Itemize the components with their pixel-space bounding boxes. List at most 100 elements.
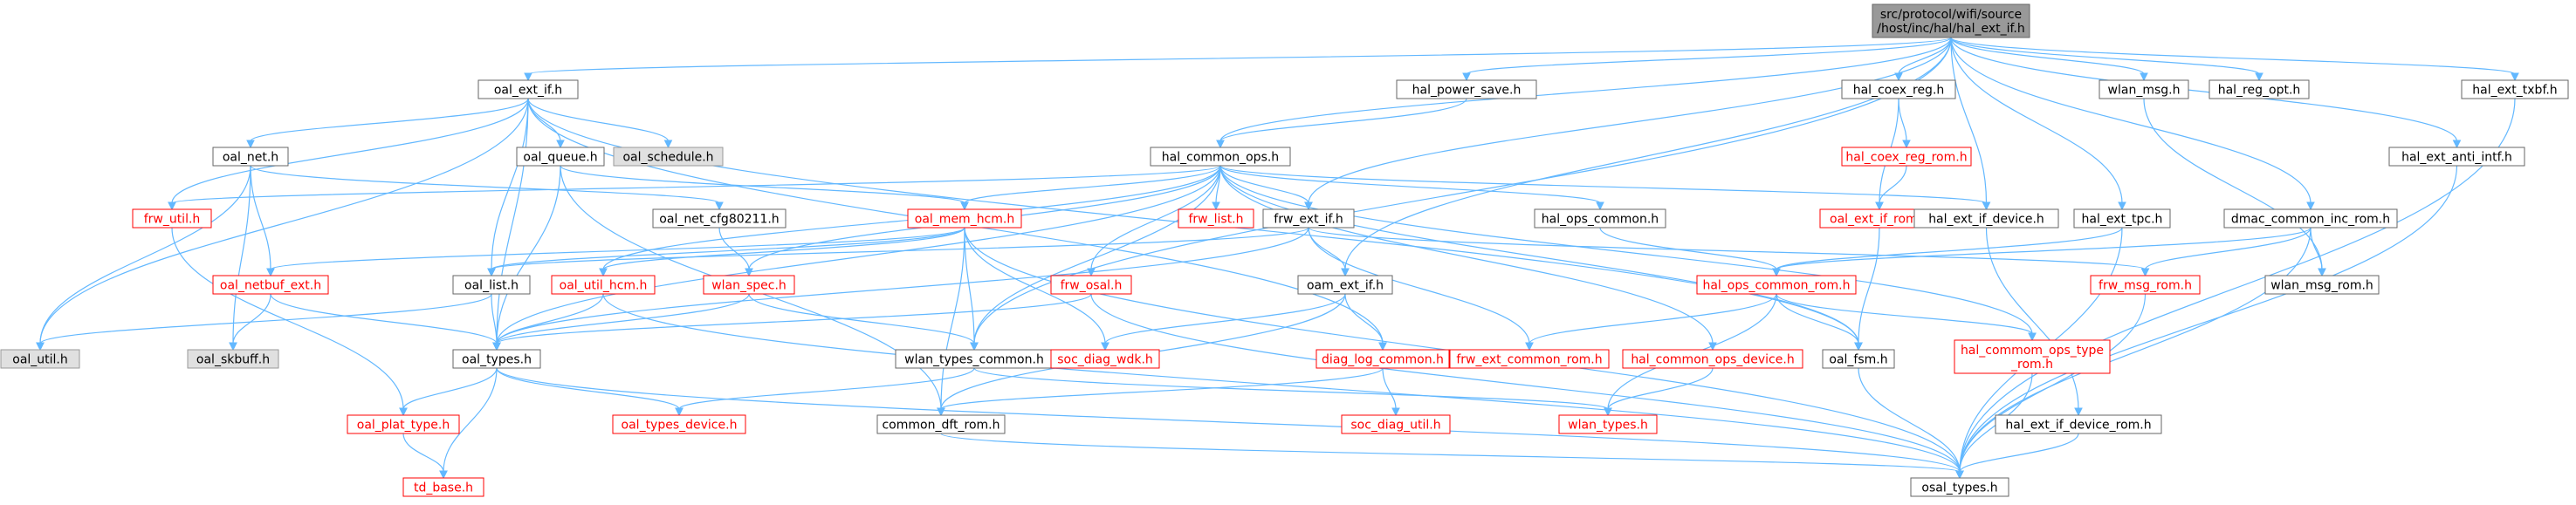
node-oal-queue[interactable]: oal_queue.h [516,147,605,167]
node-dmac-common-inc-rom[interactable]: dmac_common_inc_rom.h [2223,208,2398,229]
node-oal-plat-type[interactable]: oal_plat_type.h [347,414,460,434]
node-frw-ext-common-rom[interactable]: frw_ext_common_rom.h [1449,349,1610,369]
node-hal-reg-opt[interactable]: hal_reg_opt.h [2208,79,2310,99]
node-frw-ext-if[interactable]: frw_ext_if.h [1262,208,1355,229]
node-frw-list[interactable]: frw_list.h [1178,208,1254,229]
node-box [1178,208,1254,229]
node-box [0,349,80,369]
node-oal-fsm[interactable]: oal_fsm.h [1822,349,1895,369]
node-label: dmac_common_inc_rom.h [2231,213,2390,227]
node-box [1050,349,1160,369]
node-wlan-types-common[interactable]: wlan_types_common.h [895,349,1054,369]
node-hal-ext-tpc[interactable]: hal_ext_tpc.h [2073,208,2171,229]
node-label: hal_ext_if_device.h [1928,213,2044,227]
node-box [652,208,787,229]
node-oal-schedule[interactable]: oal_schedule.h [613,147,724,167]
node-oal-types-device[interactable]: oal_types_device.h [612,414,746,434]
edge-hal_ext_if_device_rom-to-osal_types [1955,433,2079,480]
node-hal-coex-reg[interactable]: hal_coex_reg.h [1841,79,1956,99]
node-hal-common-ops-device[interactable]: hal_common_ops_device.h [1622,349,1803,369]
node-box [187,349,279,369]
node-label: oal_net_cfg80211.h [659,213,779,227]
node-wlan-spec[interactable]: wlan_spec.h [703,275,795,295]
node-soc-diag-wdk[interactable]: soc_diag_wdk.h [1050,349,1160,369]
node-hal-commom-ops-type-rom[interactable]: hal_commom_ops_type_rom.h [1954,339,2111,374]
node-box [402,477,484,497]
node-oal-netbuf-ext[interactable]: oal_netbuf_ext.h [212,275,329,295]
node-label: oal_util.h [12,353,68,367]
node-label: oal_net.h [223,151,278,165]
node-hal-coex-reg-rom[interactable]: hal_coex_reg_rom.h [1841,147,1972,167]
node-osal-types[interactable]: osal_types.h [1910,477,2009,497]
node-box [2099,79,2189,99]
edge-frw_util-to-oal_plat_type [171,227,408,417]
node-label: _rom.h [2010,358,2053,372]
node-box [2208,79,2310,99]
node-oal-net-cfg80211[interactable]: oal_net_cfg80211.h [652,208,787,229]
edge-oal_mem_hcm-to-common_dft_rom [937,227,965,417]
node-hal-ops-common[interactable]: hal_ops_common.h [1534,208,1666,229]
edge-hal_ops_common_rom-to-hal_commom_ops_type_rom [1776,293,2037,342]
node-label: oal_types.h [462,353,532,367]
edge-wlan_types_common-to-oal_types_device [675,367,975,417]
node-hal-ops-common-rom[interactable]: hal_ops_common_rom.h [1696,275,1857,295]
node-box [1841,147,1972,167]
node-label: frw_osal.h [1061,279,1123,293]
node-hal-ext-if-device[interactable]: hal_ext_if_device.h [1913,208,2059,229]
edge-oam_ext_if-to-soc_diag_wdk [1101,293,1346,351]
edge-oal_net_cfg80211-to-wlan_spec [718,227,753,277]
node-td-base[interactable]: td_base.h [402,477,484,497]
node-soc-diag-util[interactable]: soc_diag_util.h [1341,414,1451,434]
edge-oal_ext_if-to-oal_net [246,98,529,149]
node-label: hal_commom_ops_type [1961,344,2104,358]
node-oal-list[interactable]: oal_list.h [452,275,531,295]
node-oal-ext-if[interactable]: oal_ext_if.h [477,79,579,99]
node-frw-util[interactable]: frw_util.h [132,208,212,229]
edge-root-to-hal_ext_txbf [1950,37,2519,82]
node-hal-common-ops[interactable]: hal_common_ops.h [1150,147,1291,167]
node-oal-util-hcm[interactable]: oal_util_hcm.h [551,275,656,295]
node-hal-ext-if-device-rom[interactable]: hal_ext_if_device_rom.h [1995,414,2162,434]
edge-oal_queue-to-oal_mem_hcm [560,165,969,211]
node-label: wlan_types_common.h [904,353,1044,367]
node-oam-ext-if[interactable]: oam_ext_if.h [1297,275,1393,295]
node-box [703,275,795,295]
node-oal-ext-if-rom[interactable]: oal_ext_if_rom.h [1819,208,1940,229]
node-box [452,349,541,369]
node-label: oal_queue.h [523,151,597,165]
node-diag-log-common[interactable]: diag_log_common.h [1315,349,1450,369]
node-label: src/protocol/wifi/source [1880,8,2022,22]
node-layer: src/protocol/wifi/source/host/inc/hal/ha… [0,3,2569,497]
node-label: frw_list.h [1188,213,1243,227]
edge-oal_plat_type-to-td_base [402,433,448,480]
node-common-dft-rom[interactable]: common_dft_rom.h [876,414,1006,434]
edge-diag_log_common-to-soc_diag_util [1382,367,1400,417]
edge-hal_common_ops-to-hal_ext_if_device [1219,165,1991,211]
node-oal-net[interactable]: oal_net.h [212,147,289,167]
node-root[interactable]: src/protocol/wifi/source/host/inc/hal/ha… [1872,3,2030,38]
node-label: hal_power_save.h [1412,84,1522,98]
node-box [2223,208,2398,229]
node-label: hal_ext_tpc.h [2082,213,2163,227]
node-oal-skbuff[interactable]: oal_skbuff.h [187,349,279,369]
node-hal-power-save[interactable]: hal_power_save.h [1396,79,1537,99]
node-hal-ext-anti-intf[interactable]: hal_ext_anti_intf.h [2388,147,2525,167]
node-label: hal_common_ops_device.h [1631,353,1794,367]
edge-oal_mem_hcm-to-oal_netbuf_ext [266,227,965,277]
node-oal-util[interactable]: oal_util.h [0,349,80,369]
node-wlan-msg-rom[interactable]: wlan_msg_rom.h [2264,275,2380,295]
node-label: oam_ext_if.h [1307,279,1384,293]
node-wlan-types[interactable]: wlan_types.h [1558,414,1658,434]
node-frw-osal[interactable]: frw_osal.h [1050,275,1132,295]
edge-dmac_common_inc_rom-to-wlan_msg_rom [2310,227,2326,277]
node-hal-ext-txbf[interactable]: hal_ext_txbf.h [2461,79,2569,99]
node-label: osal_types.h [1921,481,1997,495]
node-box [1872,3,2030,38]
node-box [452,275,531,295]
node-oal-types[interactable]: oal_types.h [452,349,541,369]
node-wlan-msg[interactable]: wlan_msg.h [2099,79,2189,99]
node-frw-msg-rom[interactable]: frw_msg_rom.h [2090,275,2201,295]
node-box [1396,79,1537,99]
node-oal-mem-hcm[interactable]: oal_mem_hcm.h [907,208,1022,229]
